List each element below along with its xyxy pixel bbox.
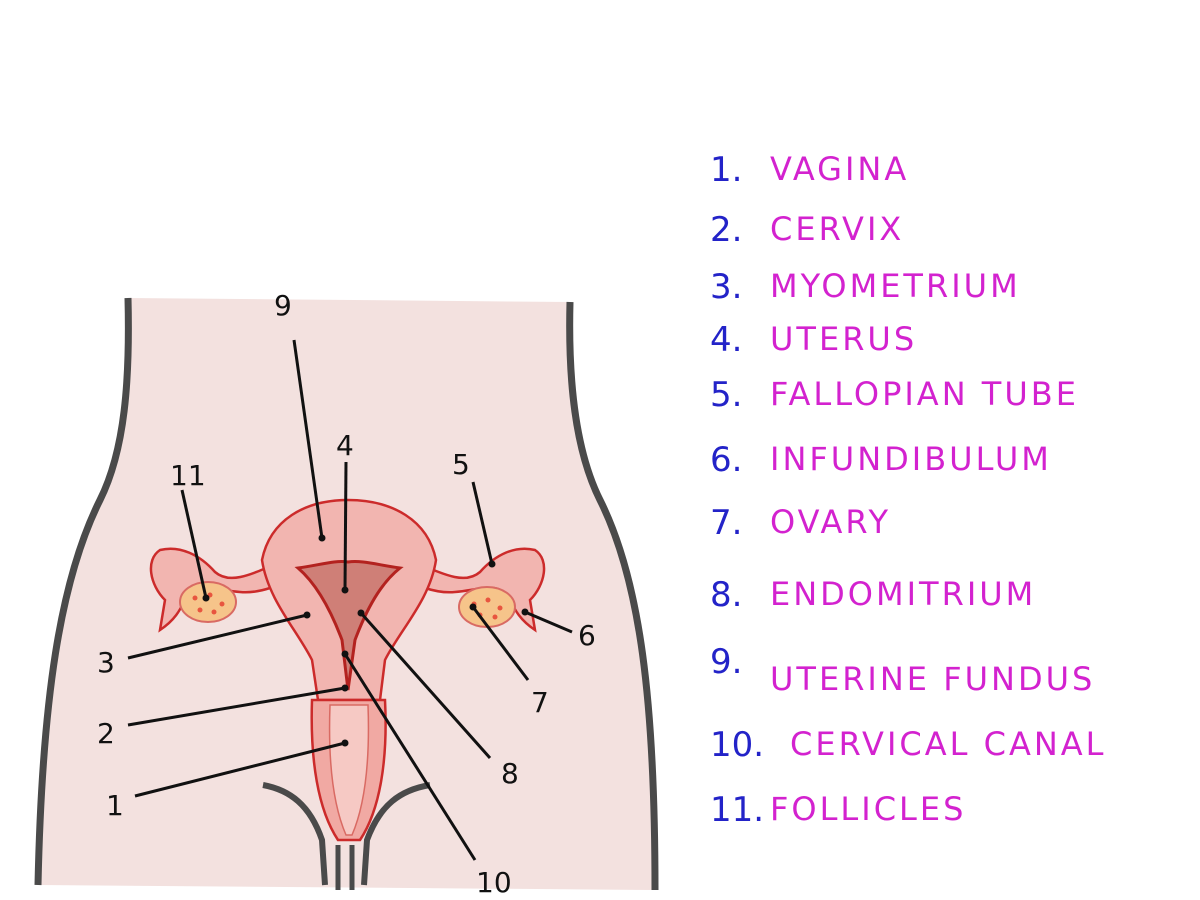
leader-line-1 xyxy=(134,741,346,798)
diagram-label-3: 3 xyxy=(97,646,115,679)
legend-number: 5. xyxy=(710,375,743,415)
legend-term: Infundibulum xyxy=(770,440,1052,478)
leader-lines xyxy=(127,339,573,861)
legend-number: 2. xyxy=(710,210,743,250)
leader-line-8 xyxy=(359,612,492,759)
diagram-label-9: 9 xyxy=(274,289,292,322)
diagram-label-6: 6 xyxy=(578,619,596,652)
legend-term: Follicles xyxy=(770,790,967,828)
legend-term: Endomitrium xyxy=(770,575,1037,613)
diagram-label-5: 5 xyxy=(452,448,470,481)
legend-term: myometrium xyxy=(770,267,1021,305)
leader-line-6 xyxy=(524,610,573,634)
leader-line-4 xyxy=(343,461,348,591)
legend-number: 4. xyxy=(710,320,743,360)
legend-number: 10. xyxy=(710,725,765,765)
leader-line-3 xyxy=(127,613,308,660)
legend-term: Vagina xyxy=(770,150,910,188)
legend-number: 9. xyxy=(710,642,743,682)
leader-line-2 xyxy=(127,686,346,727)
legend-term: Cervix xyxy=(770,210,905,248)
legend-number: 1. xyxy=(710,150,743,190)
legend-number: 11. xyxy=(710,790,765,830)
body-outline-right xyxy=(566,301,659,891)
diagram-label-2: 2 xyxy=(97,717,115,750)
leader-line-9 xyxy=(292,339,324,539)
ovary-left xyxy=(179,581,237,623)
diagram-label-8: 8 xyxy=(501,757,519,790)
legend-number: 6. xyxy=(710,440,743,480)
ovary-right xyxy=(458,586,516,628)
leader-line-10 xyxy=(343,653,477,861)
leader-line-5 xyxy=(471,481,494,565)
legend-number: 7. xyxy=(710,503,743,543)
diagram-label-11: 11 xyxy=(170,459,206,492)
leader-endpoints xyxy=(202,534,529,747)
reproductive-system-diagram: 1 2 3 4 5 6 7 8 9 10 11 xyxy=(34,289,659,899)
leg-gap xyxy=(335,845,355,890)
diagram-label-4: 4 xyxy=(336,429,354,462)
legend-term: cervical canal xyxy=(790,725,1107,763)
legend-term: uterus xyxy=(770,320,918,358)
uterine-cavity xyxy=(294,560,404,691)
diagram-label-7: 7 xyxy=(531,686,549,719)
leader-line-11 xyxy=(180,489,208,599)
pelvic-line-right xyxy=(361,782,431,886)
legend-number: 8. xyxy=(710,575,743,615)
pelvic-line-left xyxy=(262,782,328,886)
vaginal-inner xyxy=(328,704,370,836)
diagram-label-1: 1 xyxy=(106,789,124,822)
body-outline-left xyxy=(34,297,132,886)
diagram-label-10: 10 xyxy=(476,866,512,899)
legend-term: Fallopian tube xyxy=(770,375,1079,413)
legend-term: Uterine Fundus xyxy=(770,660,1096,698)
leader-line-7 xyxy=(471,606,530,681)
legend-number: 3. xyxy=(710,267,743,307)
legend-term: Ovary xyxy=(770,503,892,541)
